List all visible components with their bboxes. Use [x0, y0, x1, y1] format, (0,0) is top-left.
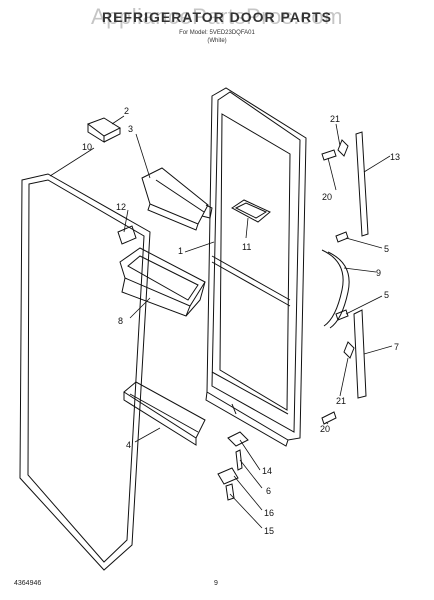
callout-16: 16 [264, 508, 274, 518]
screw-parts [321, 139, 355, 425]
clip-part [117, 225, 137, 245]
callout-21-bottom: 21 [336, 396, 346, 406]
door-shelf-part [123, 381, 206, 446]
watermark: AppliancePartsPros.com [91, 4, 343, 29]
upper-door-bin-part [141, 167, 213, 231]
door-bin-part [119, 247, 206, 317]
model-line: For Model: 5VED23DQFA01 [179, 30, 255, 36]
callout-11: 11 [242, 242, 251, 252]
page-number: 9 [214, 580, 218, 587]
trim-strip-part [355, 131, 369, 237]
callout-1: 1 [178, 246, 183, 256]
small-bin-part [231, 199, 271, 223]
callout-7: 7 [394, 342, 399, 352]
callout-labels: 2 3 10 12 1 11 8 4 21 13 20 5 9 5 7 21 2… [82, 106, 400, 536]
callout-20-top: 20 [322, 192, 332, 202]
callout-8: 10 [82, 142, 92, 152]
bracket-part [86, 117, 122, 143]
color-line: (White) [207, 38, 227, 44]
callout-20-bottom: 20 [320, 424, 330, 434]
callout-6: 8 [118, 316, 123, 326]
callout-21-top: 21 [330, 114, 340, 124]
callout-5-top: 5 [384, 244, 389, 254]
callout-5-bottom: 5 [384, 290, 389, 300]
callout-3: 3 [128, 124, 133, 134]
leader-lines [49, 115, 393, 529]
door-handle-part [321, 249, 350, 329]
hinge-parts [217, 431, 249, 501]
callout-12: 12 [116, 202, 126, 212]
document-code: 4364946 [14, 580, 42, 587]
diagram-title: REFRIGERATOR DOOR PARTS [102, 9, 332, 25]
callout-4: 4 [126, 440, 131, 450]
door-gasket-part [19, 173, 151, 571]
lower-trim-part [353, 309, 367, 399]
callout-14: 14 [262, 466, 272, 476]
door-liner-part [205, 87, 307, 447]
callout-15: 15 [264, 526, 274, 536]
callout-9: 9 [376, 268, 381, 278]
callout-10: 6 [266, 486, 271, 496]
callout-13: 13 [390, 152, 400, 162]
callout-2: 2 [124, 106, 129, 116]
